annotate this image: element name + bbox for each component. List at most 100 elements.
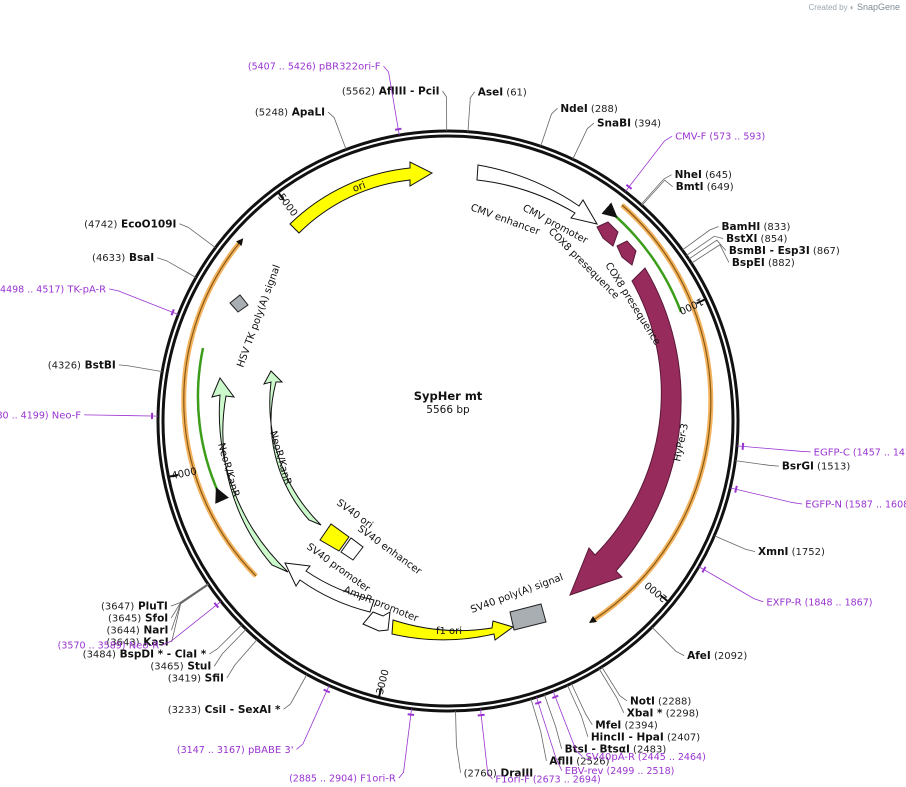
plasmid-name: SypHer mt (414, 389, 483, 403)
primer-leader (296, 685, 330, 750)
site-bstbi[interactable]: (4326) BstBI (48, 359, 116, 371)
site-ecoo109i[interactable]: (4742) EcoO109I (84, 218, 176, 230)
feature-sv40-ori[interactable] (319, 523, 350, 552)
primer-pbabe-3[interactable]: (3147 .. 3167) pBABE 3' (177, 745, 294, 756)
site-name: AflIII (375, 86, 406, 98)
site-bsrgi[interactable]: BsrGI (1513) (782, 461, 850, 473)
site-afliii[interactable]: (5562) AflIII - PciI (342, 86, 440, 98)
site-csii[interactable]: (3233) CsiI - SexAI * (168, 704, 281, 716)
site-position: (2298) (663, 708, 700, 719)
site-bamhi[interactable]: BamHI (833) (722, 221, 791, 233)
primer-marker (213, 602, 220, 609)
site-bsmbi[interactable]: BsmBI - Esp3I (867) (729, 245, 840, 257)
primer-ebv-rev[interactable]: EBV-rev (2499 .. 2518) (565, 766, 675, 777)
site-bmti[interactable]: BmtI (649) (676, 181, 734, 193)
site-mfei[interactable]: MfeI (2394) (595, 719, 658, 731)
primer-egfp-c[interactable]: EGFP-C (1457 .. 1478) (814, 447, 906, 458)
site-afei[interactable]: AfeI (2092) (687, 650, 747, 662)
primer-leader (109, 288, 179, 315)
backbone-inner (161, 134, 735, 708)
site-leader (179, 223, 216, 248)
site-noti[interactable]: NotI (2288) (630, 695, 691, 707)
site-kasi[interactable]: (3643) KasI (106, 637, 168, 649)
feature-sv40-polya[interactable] (509, 603, 547, 631)
primer-sv40pa-r[interactable]: SV40pA-R (2445 .. 2464) (585, 752, 705, 763)
site-nhei[interactable]: NheI (645) (675, 169, 732, 181)
site-position: (2483) (630, 744, 667, 755)
site-leader (170, 583, 209, 607)
feature-neor-kanr-outer[interactable] (211, 376, 289, 573)
feature-cmv[interactable] (476, 164, 599, 225)
primer-name: pBR322ori-F (316, 62, 381, 73)
site-name: NarI (140, 625, 169, 637)
site-position: (3233) (168, 705, 201, 716)
primer-marker (323, 688, 331, 694)
site-bsai[interactable]: (4633) BsaI (92, 252, 154, 264)
feature-cox8-1[interactable] (596, 221, 619, 247)
site-pluti[interactable]: (3647) PluTI (101, 601, 168, 613)
site-sfii[interactable]: (3419) SfiI (168, 673, 224, 685)
primer-pbr322ori-f[interactable]: (5407 .. 5426) pBR322ori-F (248, 62, 381, 73)
primer-exfp-r[interactable]: EXFP-R (1848 .. 1867) (766, 597, 872, 608)
site-bspdi[interactable]: (3484) BspDI * - ClaI * (83, 649, 207, 661)
label-sv40-enhancer: SV40 enhancer (355, 524, 424, 578)
primer-neo-r[interactable]: (3570 .. 3589) Neo-R (58, 641, 160, 652)
site-hincii[interactable]: HincII - HpaI (2407) (591, 731, 700, 743)
primer-marker (741, 442, 745, 450)
primer-f1ori-r[interactable]: (2885 .. 2904) F1ori-R (289, 774, 396, 785)
site-xbai[interactable]: XbaI * (2298) (627, 707, 699, 719)
primer-position: (3147 .. 3167) (177, 745, 245, 756)
site-position: (2288) (655, 696, 692, 707)
primer-name: Neo-R (126, 641, 160, 652)
site-aflii[interactable]: AflII (2526) (549, 755, 609, 767)
site-nari[interactable]: (3644) NarI (107, 625, 169, 637)
site-sfoi[interactable]: (3645) SfoI (108, 613, 168, 625)
backbone-outer (156, 129, 740, 713)
site-name: BsrGI (782, 461, 814, 473)
primer-f1ori-f[interactable]: F1ori-F (2673 .. 2694) (495, 775, 600, 786)
site-stui[interactable]: (3465) StuI (150, 661, 211, 673)
primer-leader (736, 445, 811, 453)
site-name: - BtsαI (588, 743, 630, 755)
site-snabi[interactable]: SnaBI (394) (597, 118, 661, 130)
site-name: EcoO109I (117, 218, 176, 230)
primer-tk-pa-r[interactable]: (4498 .. 4517) TK-pA-R (0, 284, 106, 295)
feature-neor-kanr-inner[interactable] (262, 370, 322, 526)
site-leader (640, 174, 672, 205)
feature-hyper-3[interactable] (569, 267, 682, 596)
site-bspei[interactable]: BspEI (882) (732, 257, 795, 269)
feature-sv40-enhancer[interactable] (340, 537, 364, 561)
site-position: (288) (588, 104, 618, 115)
feature-ori[interactable] (289, 161, 434, 234)
site-bstxi[interactable]: BstXI (854) (726, 233, 787, 245)
site-draiii[interactable]: (2760) DraIII (464, 767, 534, 779)
site-position: (1513) (814, 462, 851, 473)
created-by-snapgene[interactable]: Created by ◐ SnapGene (809, 2, 901, 12)
site-name: - ClaI * (163, 649, 207, 661)
site-name: - SexAI * (226, 704, 281, 716)
site-ndei[interactable]: NdeI (288) (560, 103, 618, 115)
primer-name: F1ori-F (495, 775, 530, 786)
site-apali[interactable]: (5248) ApaLI (255, 107, 325, 119)
primer-egfp-n[interactable]: EGFP-N (1587 .. 1608) (805, 499, 906, 510)
site-btsi[interactable]: BtsI - BtsαI (2483) (565, 743, 667, 755)
site-xmni[interactable]: XmnI (1752) (758, 546, 825, 558)
feature-ampr-promoter[interactable] (362, 611, 391, 632)
site-leader (171, 584, 209, 643)
site-name: AfeI (687, 650, 711, 662)
primer-leader (162, 601, 222, 646)
primer-marker (551, 694, 559, 699)
primer-leader (625, 135, 673, 192)
feature-hsv-tk-polya[interactable] (229, 294, 249, 313)
primer-neo-f[interactable]: (4180 .. 4199) Neo-F (0, 410, 81, 421)
feature-sv40-promoter[interactable] (284, 562, 375, 613)
site-position: (394) (631, 119, 661, 130)
feature-f1-ori[interactable] (391, 619, 515, 641)
primer-cmv-f[interactable]: CMV-F (573 .. 593) (675, 132, 765, 143)
feature-cox8-2[interactable] (616, 240, 637, 266)
site-asei[interactable]: AseI (61) (478, 86, 527, 98)
site-leader (327, 111, 347, 150)
primer-marker (701, 566, 707, 573)
site-name: NdeI (560, 103, 587, 115)
